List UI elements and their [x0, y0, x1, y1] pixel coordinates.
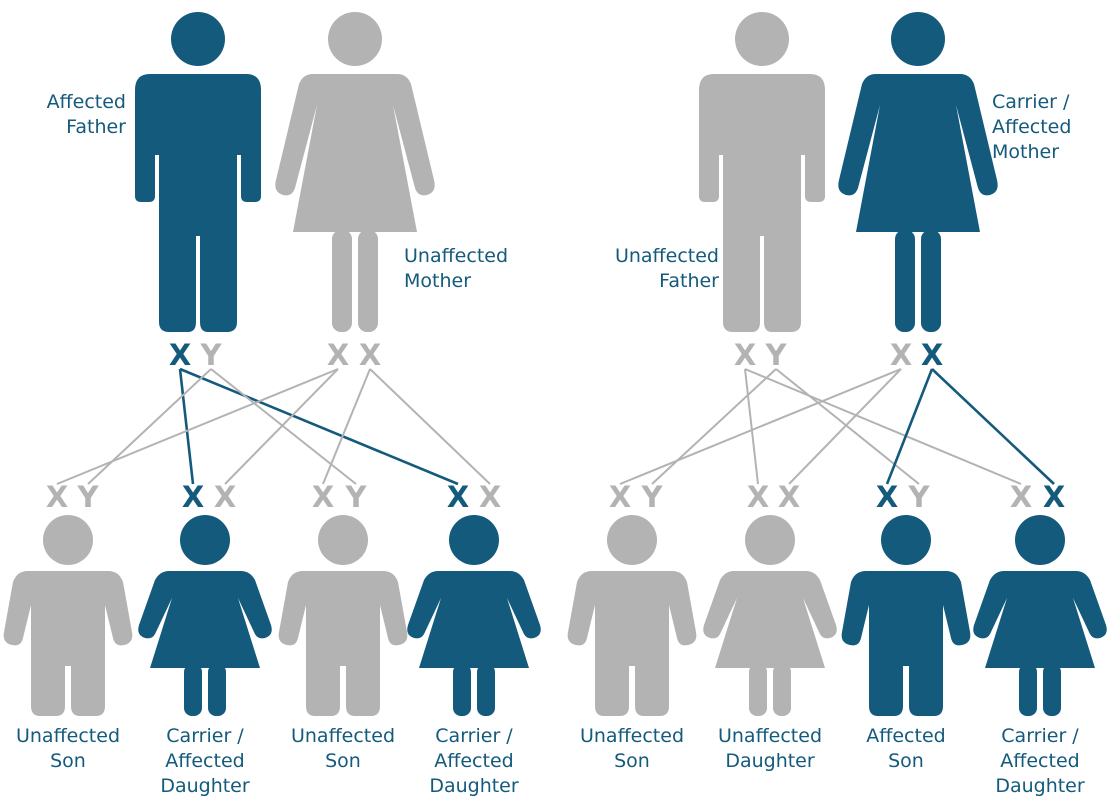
- parent-chromosome: X: [890, 338, 912, 372]
- parent-chromosome: X: [734, 338, 756, 372]
- child-chromosome: Y: [345, 480, 368, 514]
- parent-chromosome: X: [169, 338, 191, 372]
- inheritance-line: [744, 368, 759, 485]
- daughter-figure: [138, 515, 272, 716]
- inheritance-line: [931, 368, 1055, 485]
- inheritance-line: [885, 368, 934, 485]
- inheritance-line: [775, 368, 920, 485]
- child-chromosome: Y: [77, 480, 100, 514]
- inheritance-line: [619, 368, 902, 485]
- child-chromosome: X: [46, 480, 68, 514]
- inheritance-line: [87, 368, 212, 485]
- inheritance-line: [788, 368, 902, 485]
- inheritance-line: [210, 368, 357, 485]
- inheritance-line: [224, 368, 339, 485]
- child-chromosome: X: [1010, 480, 1032, 514]
- figures: [3, 12, 1107, 716]
- child-chromosome: X: [778, 480, 800, 514]
- inheritance-line: [322, 368, 371, 485]
- son-figure: [567, 515, 697, 716]
- child-chromosome: X: [447, 480, 469, 514]
- parent-chromosome: X: [921, 338, 943, 372]
- son-figure: [841, 515, 971, 716]
- parent-chromosome: X: [359, 338, 381, 372]
- child-chromosome: X: [609, 480, 631, 514]
- daughter-figure: [973, 515, 1107, 716]
- mother-figure: [838, 12, 998, 332]
- inheritance-line: [369, 368, 491, 485]
- parent-chromosome: Y: [200, 338, 223, 372]
- child-chromosome: X: [182, 480, 204, 514]
- child-chromosome: X: [312, 480, 334, 514]
- inheritance-line: [179, 367, 459, 486]
- parent-chromosome: Y: [765, 338, 788, 372]
- inheritance-line: [56, 368, 339, 485]
- father-figure: [135, 12, 261, 332]
- daughter-figure: [407, 515, 541, 716]
- father-figure: [699, 12, 825, 332]
- parent-chromosome: X: [327, 338, 349, 372]
- child-chromosome: X: [1043, 480, 1065, 514]
- mother-figure: [275, 12, 435, 332]
- child-chromosome: Y: [908, 480, 931, 514]
- inheritance-lines: [56, 367, 1055, 486]
- son-figure: [278, 515, 408, 716]
- child-chromosome: X: [747, 480, 769, 514]
- daughter-figure: [703, 515, 837, 716]
- child-chromosome: X: [214, 480, 236, 514]
- child-chromosome: X: [876, 480, 898, 514]
- son-figure: [3, 515, 133, 716]
- inheritance-line: [651, 368, 777, 485]
- child-chromosome: X: [479, 480, 501, 514]
- inheritance-line: [744, 368, 1022, 485]
- inheritance-line: [178, 368, 195, 485]
- child-chromosome: Y: [641, 480, 664, 514]
